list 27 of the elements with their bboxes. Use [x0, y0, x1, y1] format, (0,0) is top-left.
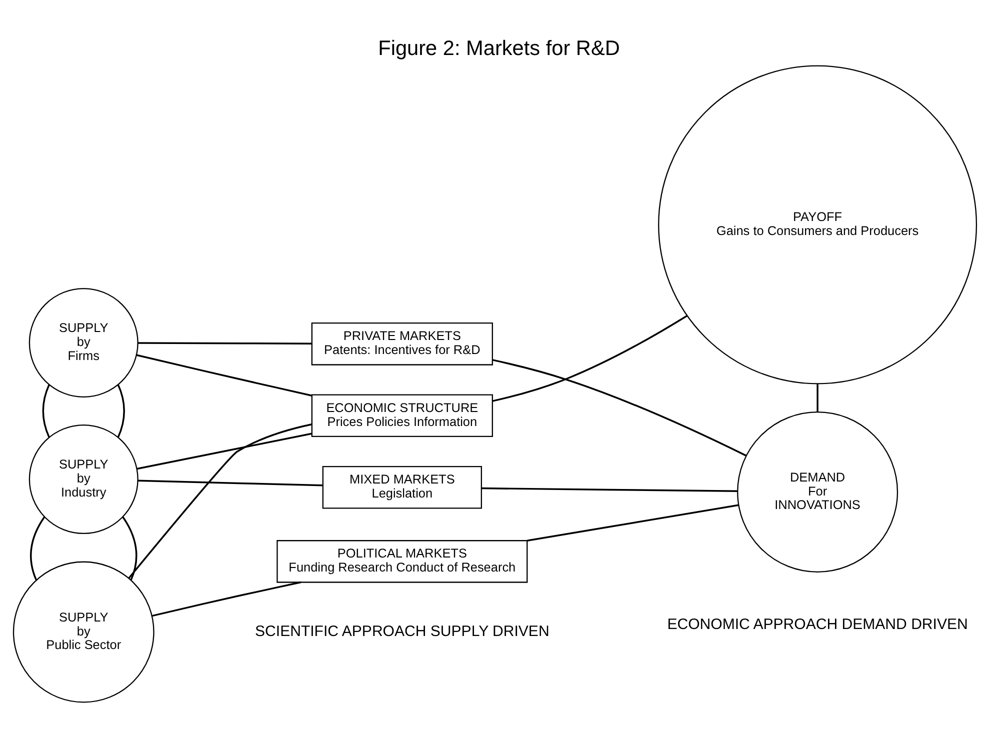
node-box: MIXED MARKETS Legislation [322, 466, 482, 509]
connector [527, 504, 739, 542]
label: ECONOMIC APPROACH DEMAND DRIVEN [667, 616, 968, 634]
node-circle: SUPPLY by Public Sector [12, 561, 154, 703]
connector [138, 480, 323, 486]
connector [482, 487, 738, 492]
connector [136, 432, 312, 470]
connector [128, 424, 312, 579]
node-circle: SUPPLY by Industry [28, 424, 138, 534]
connector [117, 384, 125, 438]
node-circle: SUPPLY by Firms [28, 288, 138, 398]
diagram-title: Figure 2: Markets for R&D [378, 36, 620, 60]
connector [30, 516, 46, 580]
connector [138, 342, 312, 344]
connector [122, 516, 138, 580]
node-box: PRIVATE MARKETS Patents: Incentives for R&D [311, 322, 493, 366]
label: SCIENTIFIC APPROACH SUPPLY DRIVEN [255, 622, 550, 640]
connector [492, 359, 746, 456]
node-box: POLITICAL MARKETS Funding Research Conduct of Research [276, 540, 528, 583]
node-box: ECONOMIC STRUCTURE Prices Policies Information [311, 394, 493, 438]
connector [816, 384, 818, 412]
connector [492, 314, 688, 402]
connector [152, 581, 302, 617]
node-circle: PAYOFF Gains to Consumers and Producers [658, 65, 978, 384]
node-circle: DEMAND For INNOVATIONS [737, 412, 898, 573]
connector [136, 354, 312, 396]
connector [42, 384, 50, 438]
